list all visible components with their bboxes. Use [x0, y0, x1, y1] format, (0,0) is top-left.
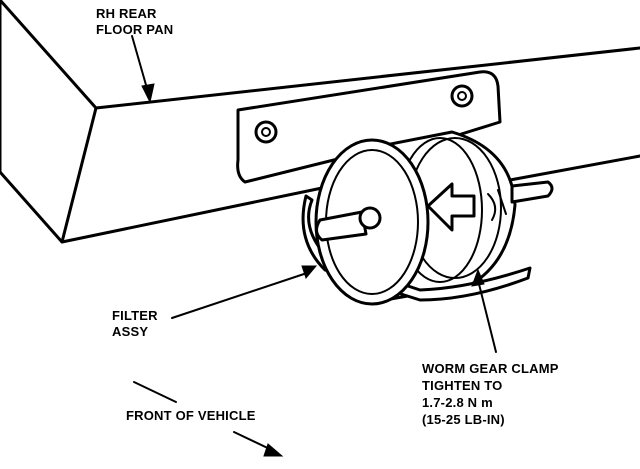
clamp-label-line-3: 1.7-2.8 N m	[422, 395, 493, 410]
floor-pan-label-line-2: FLOOR PAN	[96, 22, 174, 37]
clamp-label-line-1: WORM GEAR CLAMP	[422, 361, 559, 376]
filter-assy-label: FILTER ASSY	[112, 308, 158, 340]
filter-assy-label-line-2: ASSY	[112, 324, 149, 339]
floor-pan	[0, 0, 640, 244]
clamp-label-line-4: (15-25 LB-IN)	[422, 412, 505, 427]
clamp-label-line-2: TIGHTEN TO	[422, 378, 503, 393]
floor-pan-label: RH REAR FLOOR PAN	[96, 6, 173, 38]
worm-gear-clamp-label: WORM GEAR CLAMP TIGHTEN TO 1.7-2.8 N m (…	[422, 360, 559, 428]
leader-lines	[131, 35, 497, 457]
fuel-filter	[301, 130, 554, 306]
filter-assy-label-line-1: FILTER	[112, 308, 158, 323]
front-of-vehicle-label: FRONT OF VEHICLE	[126, 408, 256, 423]
floor-pan-label-line-1: RH REAR	[96, 6, 157, 21]
flow-arrow	[426, 182, 476, 232]
